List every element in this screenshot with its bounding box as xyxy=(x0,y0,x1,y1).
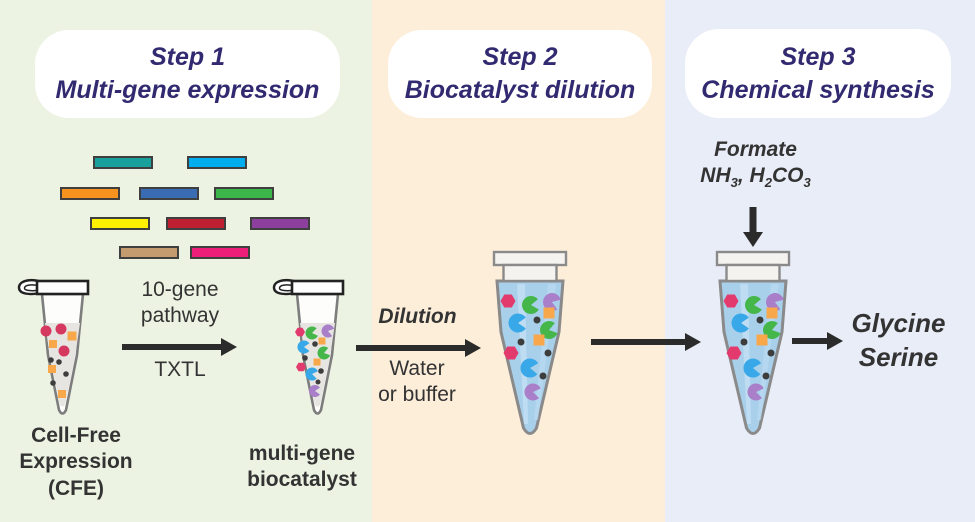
substrate-square-icon xyxy=(67,331,77,341)
enzyme-icon xyxy=(305,326,318,340)
enzyme-icon xyxy=(508,313,526,333)
metabolite-dot-icon xyxy=(544,349,552,357)
synthesis-tube xyxy=(715,250,791,435)
substrate-hexagon-icon xyxy=(503,346,519,360)
step1-label: Step 1 xyxy=(149,43,226,71)
step2-label: Step 2 xyxy=(482,43,558,71)
metabolite-dot-icon xyxy=(63,371,69,377)
substrate-square-icon xyxy=(58,390,66,398)
metabolite-dot-icon xyxy=(56,359,62,365)
substrate-square-icon xyxy=(313,358,321,366)
substrate-circle-icon xyxy=(40,325,52,337)
substrate-square-icon xyxy=(766,307,778,319)
metabolite-dot-icon xyxy=(539,372,547,380)
enzyme-icon xyxy=(317,346,331,360)
step1-title-box: Step 1 Multi-gene expression xyxy=(35,30,340,118)
cfe-label: Cell-Free Expression (CFE) xyxy=(19,424,133,500)
arrow-txtl xyxy=(122,338,237,356)
substrate-square-icon xyxy=(543,307,555,319)
enzyme-icon xyxy=(308,385,320,398)
enzyme-icon xyxy=(743,358,762,378)
step1-title: Multi-gene expression xyxy=(55,76,320,104)
gene-yellow xyxy=(90,217,150,230)
enzyme-icon xyxy=(747,383,764,401)
dilution-tube xyxy=(492,250,568,435)
dilution-label: Dilution xyxy=(378,305,457,328)
metabolite-dot-icon xyxy=(762,372,770,380)
enzyme-icon xyxy=(766,293,784,312)
gene-blue xyxy=(139,187,199,200)
tube-lid-collar xyxy=(502,263,558,283)
tube-lid-collar xyxy=(725,263,781,283)
substrate-hexagon-icon xyxy=(296,362,306,372)
tube-lid xyxy=(492,250,568,267)
step3-label: Step 3 xyxy=(780,42,856,71)
substrate-hexagon-icon xyxy=(726,346,742,360)
formate-text: Formate xyxy=(714,138,797,161)
gene-tan xyxy=(119,246,179,259)
biocatalyst-label: multi-gene biocatalyst xyxy=(247,442,357,492)
tube-lid xyxy=(715,250,791,267)
metabolite-dot-icon xyxy=(517,338,525,346)
substrate-circle-icon xyxy=(55,323,67,335)
tube-cap xyxy=(290,279,345,296)
metabolite-dot-icon xyxy=(767,349,775,357)
substrate-label: Formate NH3, H2CO3 xyxy=(673,137,838,192)
substrate-square-icon xyxy=(533,334,545,346)
enzyme-icon xyxy=(520,358,539,378)
substrate-hexagon-icon xyxy=(500,294,516,308)
tube-cap xyxy=(35,279,90,296)
metabolite-dot-icon xyxy=(315,379,321,385)
enzyme-icon xyxy=(731,313,749,333)
enzyme-icon xyxy=(524,383,541,401)
substrate-circle-icon xyxy=(58,345,70,357)
metabolite-dot-icon xyxy=(312,341,318,347)
gene-red xyxy=(166,217,226,230)
enzyme-icon xyxy=(543,293,561,312)
step3-title-box: Step 3 Chemical synthesis xyxy=(685,29,951,118)
substrate-hexagon-icon xyxy=(723,294,739,308)
gene-teal xyxy=(93,156,153,169)
substrate-square-icon xyxy=(48,365,56,373)
water-buffer-label: Water or buffer xyxy=(378,357,456,407)
gene-pink xyxy=(190,246,250,259)
metabolite-dot-icon xyxy=(48,357,54,363)
step2-title-box: Step 2 Biocatalyst dilution xyxy=(388,30,652,118)
metabolite-dot-icon xyxy=(302,355,308,361)
arrow-to-product xyxy=(792,332,843,350)
gene-purple xyxy=(250,217,310,230)
substrate-square-icon xyxy=(318,337,326,345)
step3-title: Chemical synthesis xyxy=(701,75,935,104)
txtl-label: TXTL xyxy=(154,358,206,381)
biocatalyst-tube xyxy=(272,278,345,415)
arrow-dilution xyxy=(356,339,481,357)
substrate-square-icon xyxy=(756,334,768,346)
metabolite-dot-icon xyxy=(50,380,56,386)
arrow-formate-down xyxy=(743,207,763,247)
substrate-hexagon-icon xyxy=(295,327,305,337)
gene-orange xyxy=(60,187,120,200)
gene-cyan xyxy=(187,156,247,169)
gene-green xyxy=(214,187,274,200)
cfe-tube xyxy=(17,278,90,415)
metabolite-dot-icon xyxy=(756,316,764,324)
product-label: Glycine Serine xyxy=(851,308,946,372)
metabolite-dot-icon xyxy=(533,316,541,324)
enzyme-icon xyxy=(522,295,539,314)
metabolite-dot-icon xyxy=(740,338,748,346)
enzyme-icon xyxy=(297,340,310,354)
pathway-label: 10-gene pathway xyxy=(140,278,220,328)
arrow-to-step3 xyxy=(591,333,701,351)
enzyme-icon xyxy=(305,367,318,381)
step2-title: Biocatalyst dilution xyxy=(404,76,636,104)
substrate-square-icon xyxy=(49,340,57,348)
metabolite-dot-icon xyxy=(318,368,324,374)
enzyme-icon xyxy=(321,324,335,338)
enzyme-icon xyxy=(745,295,762,314)
formula-text: NH3, H2CO3 xyxy=(700,164,811,191)
